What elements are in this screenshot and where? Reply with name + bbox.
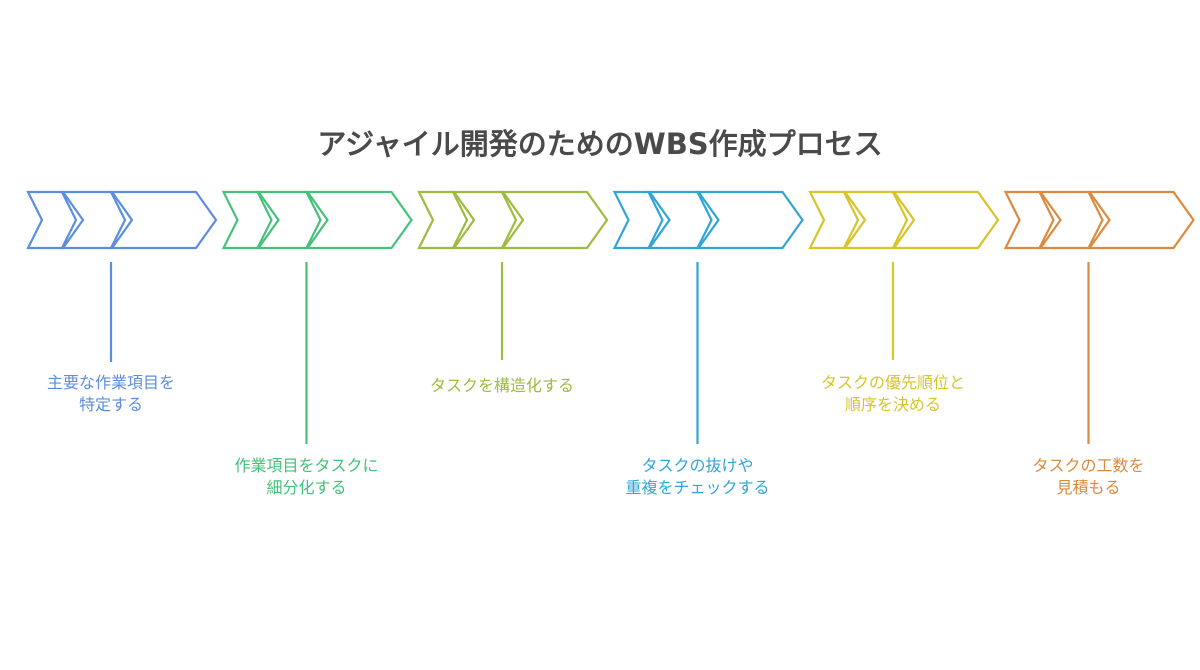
step-3-label: タスクを構造化する <box>429 376 574 395</box>
step-6-chevrons <box>1003 190 1195 444</box>
step-1-chevrons <box>26 190 218 362</box>
step-5-chevron-3 <box>891 190 1000 250</box>
step-6-chevron-2 <box>1037 190 1111 250</box>
step-5-label: タスクの優先順位と 順序を決める <box>820 373 965 414</box>
step-2-chevron-1 <box>221 190 280 250</box>
diagram-title: アジャイル開発のためのWBS作成プロセス <box>317 127 883 161</box>
step-1-label: 主要な作業項目を 特定する <box>46 373 175 414</box>
step-1-chevron-3 <box>109 190 218 250</box>
step-2-label: 作業項目をタスクに 細分化する <box>234 456 379 497</box>
step-1-chevron-2 <box>60 190 134 250</box>
step-5-chevron-2 <box>842 190 916 250</box>
step-3-chevron-1 <box>417 190 476 250</box>
step-4-chevrons <box>612 190 804 444</box>
step-5-chevrons <box>808 190 1000 360</box>
step-6-label: タスクの工数を 見積もる <box>1032 456 1145 497</box>
step-6-chevron-3 <box>1086 190 1195 250</box>
step-5-chevron-1 <box>808 190 867 250</box>
step-3-chevron-3 <box>500 190 609 250</box>
step-4-chevron-3 <box>695 190 804 250</box>
step-3-chevron-2 <box>451 190 525 250</box>
step-4-label: タスクの抜けや 重複をチェックする <box>625 456 770 497</box>
step-2-chevron-2 <box>255 190 329 250</box>
step-2-chevrons <box>221 190 413 444</box>
step-3-chevrons <box>417 190 609 360</box>
step-4-chevron-2 <box>646 190 720 250</box>
step-4-chevron-1 <box>612 190 671 250</box>
step-6-chevron-1 <box>1003 190 1062 250</box>
step-1-chevron-1 <box>26 190 85 250</box>
step-2-chevron-3 <box>304 190 413 250</box>
